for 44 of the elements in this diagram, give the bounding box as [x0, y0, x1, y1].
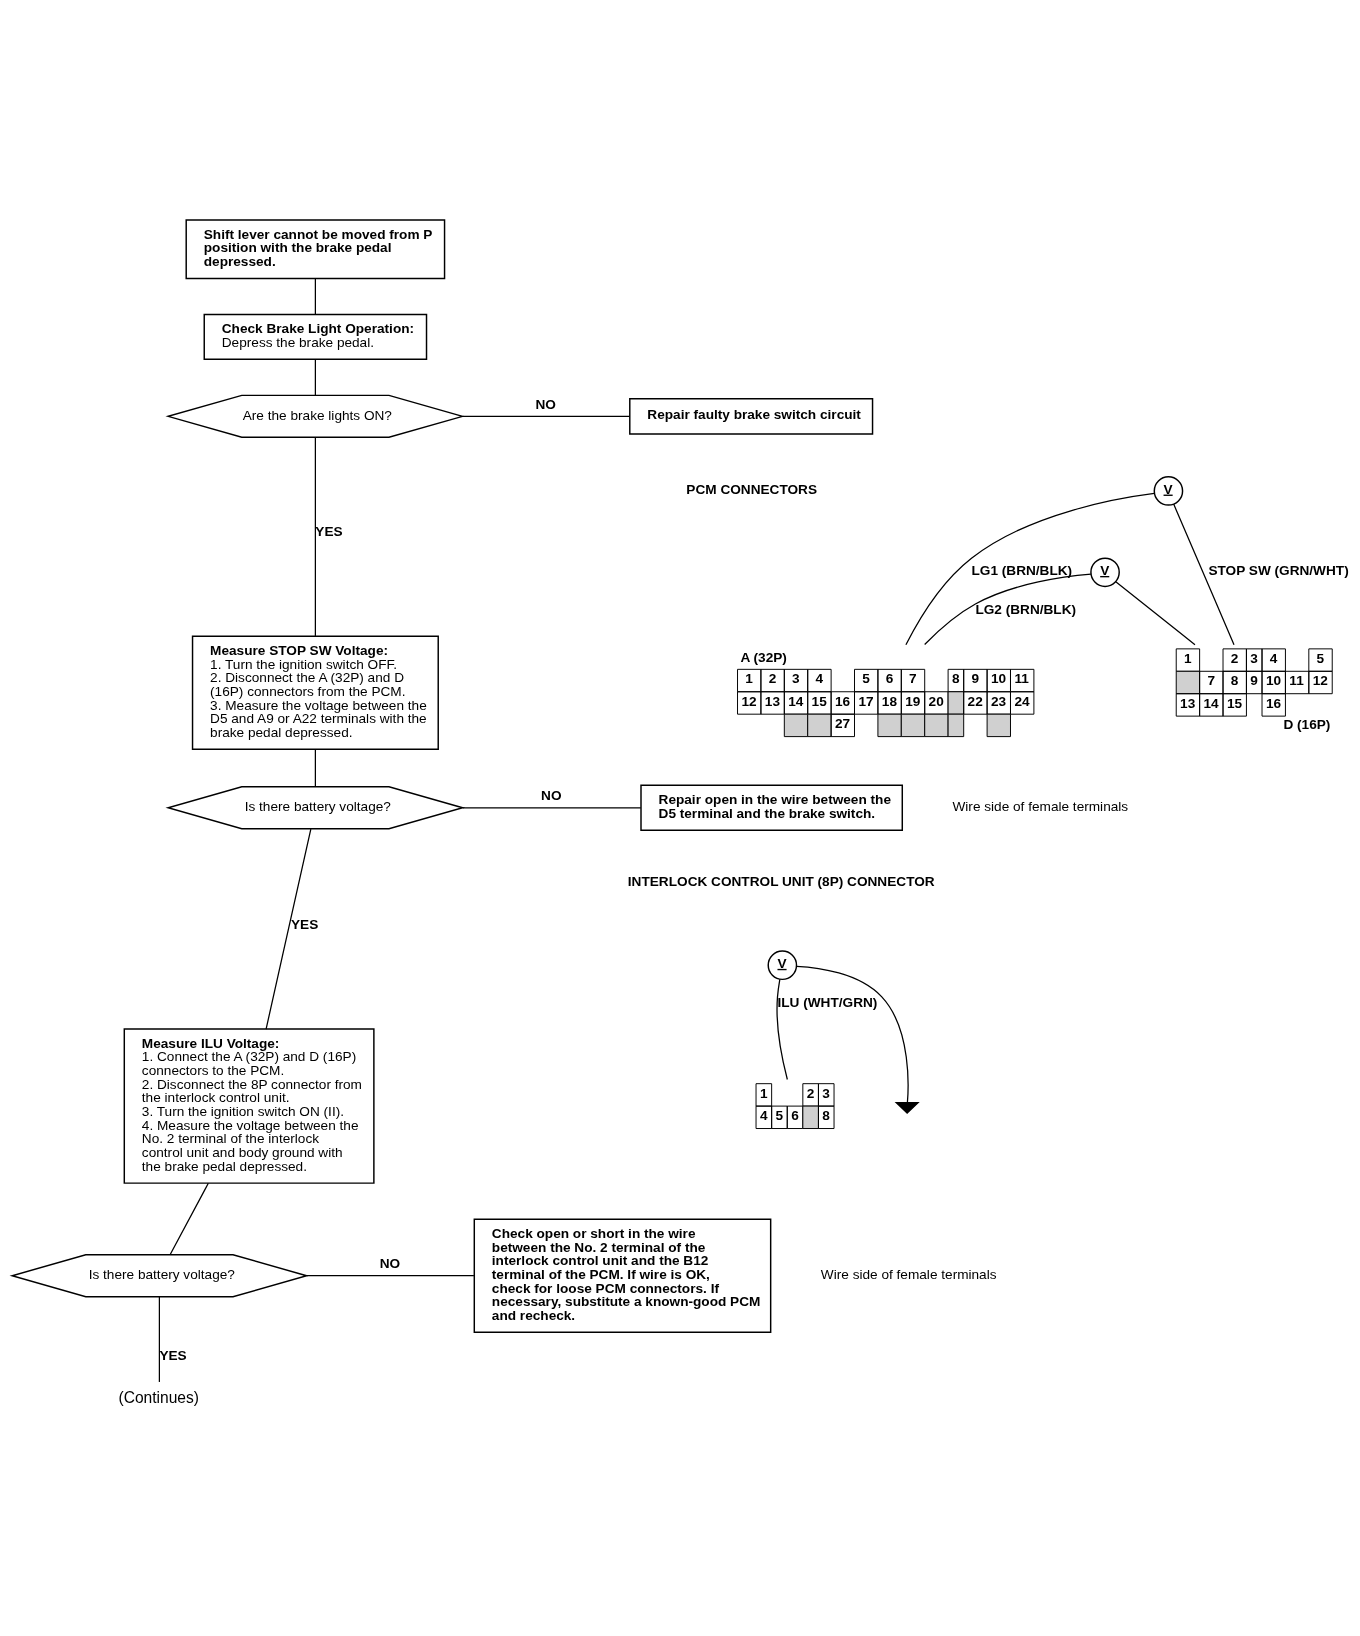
node-box: Repair open in the wire between the D5 terminal and the brake switch.: [640, 784, 903, 831]
node-circle: V: [767, 949, 798, 980]
connector: [158, 1295, 161, 1383]
connector: [795, 965, 909, 1103]
connector: [1173, 502, 1235, 645]
node-box: Repair faulty brake switch circuit: [629, 397, 874, 435]
label: Wire side of female terminals: [952, 798, 1129, 814]
edge-label: STOP SW (GRN/WHT): [1208, 562, 1349, 578]
connector: [314, 277, 316, 315]
node-box: Check open or short in the wire between the No. 2 terminal of the interlock control unit and the B12 terminal of the PCM. If wire is OK, check for loose PCM connectors. If necessary, substitute a known-good PCM and recheck.: [473, 1217, 772, 1333]
edge-label: YES: [315, 523, 343, 539]
node-text: (Continues): [118, 1388, 199, 1406]
connector: [265, 828, 312, 1030]
edge-label: LG1 (BRN/BLK): [971, 562, 1073, 578]
node-box: Check Brake Light Operation: Depress the brake pedal.: [203, 313, 428, 360]
node-label: A (32P): [740, 649, 787, 665]
node-box: Measure STOP SW Voltage: 1. Turn the ignition switch OFF. 2. Disconnect the A (32P) and D (16P) connectors from the PCM. 3. Measure the voltage between the D5 and A9 or A22 terminals with the brake pedal depressed.: [191, 634, 439, 750]
node-circle: V: [1153, 475, 1184, 506]
connector: [905, 492, 1155, 645]
edge-label: YES: [159, 1347, 187, 1363]
connector: [1115, 580, 1196, 645]
connector: [169, 1182, 209, 1255]
connector: [924, 573, 1092, 645]
connector: [306, 1274, 475, 1276]
label: PCM CONNECTORS: [686, 481, 818, 497]
connector: [314, 436, 316, 637]
edge-label: YES: [291, 916, 319, 932]
connector: [461, 415, 631, 417]
connector: [314, 748, 316, 787]
edge-label: ILU (WHT/GRN): [777, 994, 878, 1010]
node-label: D (16P): [1283, 716, 1331, 732]
label: INTERLOCK CONTROL UNIT (8P) CONNECTOR: [627, 873, 935, 889]
connector: [314, 358, 316, 396]
node-ground: [894, 1101, 920, 1114]
edge-label: LG2 (BRN/BLK): [975, 601, 1077, 617]
node-box: Shift lever cannot be moved from P position with the brake pedal depressed.: [185, 218, 446, 279]
connector: [776, 978, 788, 1080]
edge-label: NO: [535, 396, 556, 412]
connector: [462, 806, 642, 808]
edge-label: NO: [379, 1255, 401, 1271]
node-circle: V: [1090, 556, 1120, 587]
edge-label: NO: [541, 787, 562, 803]
label: Wire side of female terminals: [820, 1266, 997, 1282]
node-box: Measure ILU Voltage: 1. Connect the A (32P) and D (16P) connectors to the PCM. 2. Disconnect the 8P connector from the interlock control unit. 3. Turn the ignition switch ON (II). 4. Measure the voltage between the No. 2 terminal of the interlock control unit and body ground with the brake pedal depressed.: [123, 1027, 375, 1184]
